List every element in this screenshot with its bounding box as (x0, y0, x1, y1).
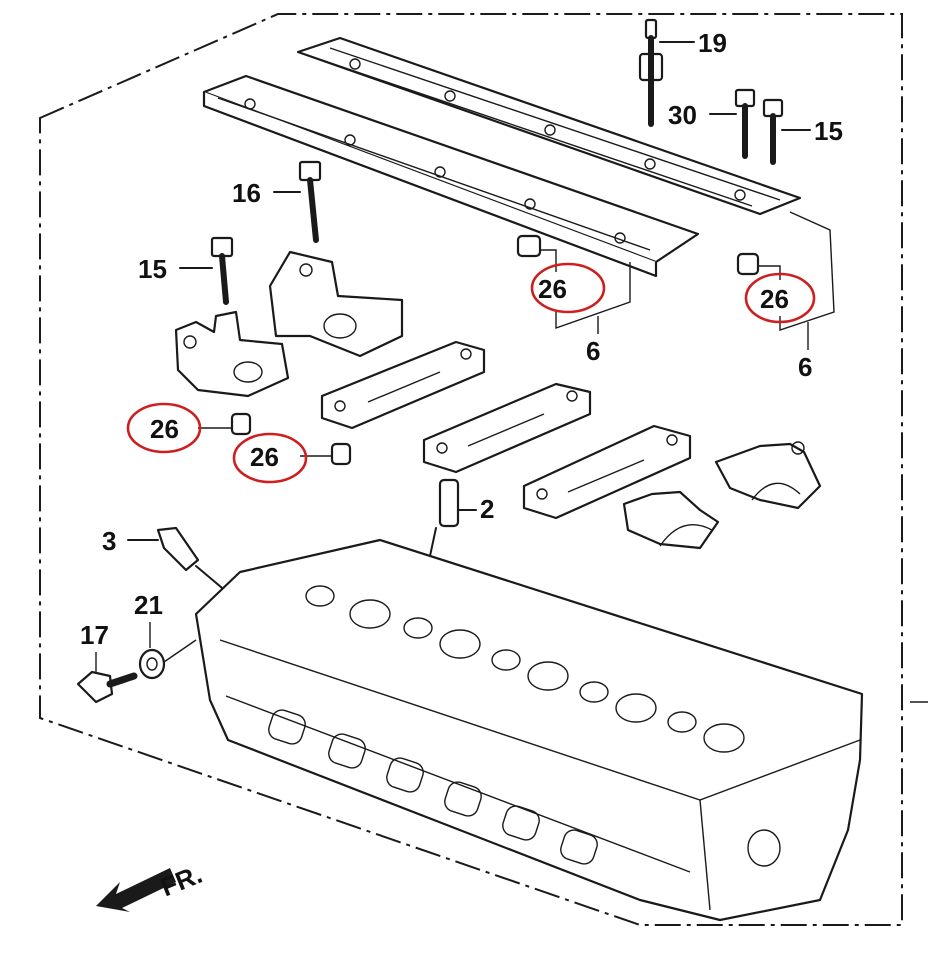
bolt-30 (709, 88, 756, 159)
highlight-circle-26-lower-mid (232, 432, 308, 484)
camshaft-cap-3 (522, 424, 692, 520)
leader-6-right (779, 211, 835, 350)
label-30: 30 (668, 100, 697, 130)
label-26-upper-mid: 26 (538, 274, 567, 304)
front-arrow-label: FR. (156, 859, 206, 903)
label-6-right: 6 (798, 352, 812, 382)
label-16: 16 (232, 178, 261, 208)
cylinder-head (194, 538, 864, 922)
label-2: 2 (480, 494, 494, 524)
bolt-16 (273, 160, 322, 243)
bolt-15-top (762, 98, 811, 165)
upper-plate-front (202, 74, 700, 278)
label-26-lower-mid: 26 (250, 442, 279, 472)
label-26-upper-right: 26 (760, 284, 789, 314)
part-17-bolt (76, 639, 197, 704)
camshaft-holder-right-small (714, 441, 822, 510)
front-direction-arrow: FR. (96, 859, 206, 912)
label-6-mid: 6 (586, 336, 600, 366)
dowel-pin-26-lower-mid (330, 442, 352, 466)
dowel-pin-26-lower-left (230, 412, 252, 436)
upper-plate-rear (296, 36, 802, 216)
highlight-circle-26-upper-right (744, 272, 816, 324)
bolt-15-left (179, 236, 234, 305)
dowel-pin-26-upper-right (736, 252, 781, 280)
label-21: 21 (134, 590, 163, 620)
leader-6-mid (555, 262, 631, 334)
camshaft-holder-left-low (174, 310, 290, 398)
diagram-frame (39, 13, 903, 926)
camshaft-cap-1 (320, 340, 486, 430)
label-3: 3 (102, 526, 116, 556)
bolt-19 (638, 18, 695, 127)
label-15-top: 15 (814, 116, 843, 146)
label-19: 19 (698, 28, 727, 58)
label-15-left: 15 (138, 254, 167, 284)
camshaft-cap-2 (422, 382, 592, 474)
camshaft-holder-center-small (622, 490, 720, 550)
highlight-circle-26-upper-mid (530, 262, 606, 314)
label-26-lower-left: 26 (150, 414, 179, 444)
camshaft-holder-left-tall (268, 250, 404, 358)
highlight-circle-26-lower-left (126, 402, 202, 454)
part-21-washer (138, 622, 166, 680)
label-17: 17 (80, 620, 109, 650)
